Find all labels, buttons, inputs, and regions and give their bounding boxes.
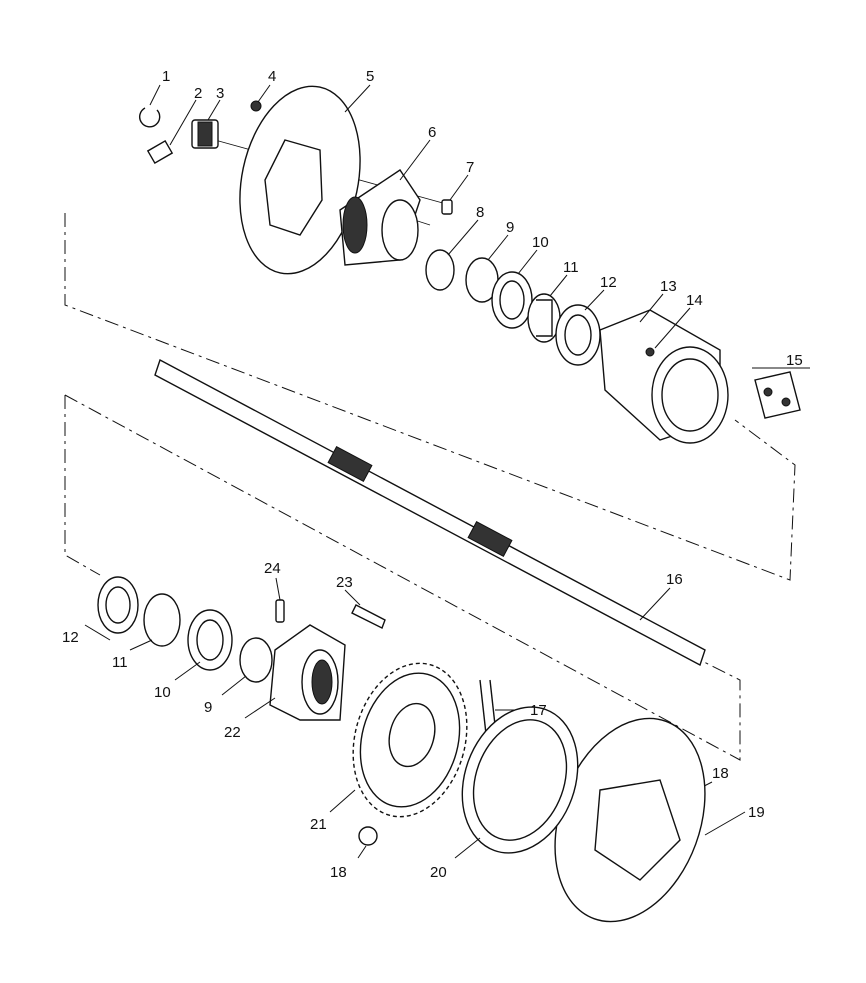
castle-nut-part-3 [191, 99, 221, 149]
bearing-carrier-part-13 [599, 293, 729, 444]
callout-labels: 1 2 3 4 5 6 7 8 9 10 11 12 13 14 15 16 1… [62, 68, 803, 881]
bearing-race-part-12-lower [84, 576, 139, 641]
circlip-part-1 [139, 84, 161, 128]
callout-13: 13 [660, 278, 677, 295]
callout-3: 3 [216, 85, 224, 102]
nut-part-4 [250, 84, 271, 112]
callout-2: 2 [194, 85, 202, 102]
callout-14: 14 [686, 292, 703, 309]
callout-12: 12 [600, 274, 617, 291]
hub-part-6 [339, 139, 431, 266]
callout-21: 21 [310, 816, 327, 833]
bolt-part-23 [344, 589, 386, 629]
bolt-part-24 [275, 577, 285, 623]
callout-23: 23 [336, 574, 353, 591]
seal-part-9-lower [221, 637, 273, 696]
bearing-race-part-10 [491, 249, 538, 329]
callout-19: 19 [748, 804, 765, 821]
callout-22: 22 [224, 724, 241, 741]
callout-9-lower: 9 [204, 699, 212, 716]
callout-18-lower: 18 [330, 864, 347, 881]
callout-11-lower: 11 [112, 654, 128, 671]
callout-10: 10 [532, 234, 549, 251]
bearing-cone-part-11-lower [129, 593, 181, 651]
bearing-cone-part-11 [527, 274, 568, 343]
nut-part-18-lower [357, 826, 378, 859]
master-link-part-15 [752, 367, 810, 419]
callout-11: 11 [563, 259, 579, 276]
callout-10-lower: 10 [154, 684, 171, 701]
callout-16: 16 [666, 571, 683, 588]
bearing-race-part-12 [555, 289, 605, 366]
callout-4: 4 [268, 68, 276, 85]
callout-5: 5 [366, 68, 374, 85]
callout-20: 20 [430, 864, 447, 881]
callout-24: 24 [264, 560, 281, 577]
callout-18-upper: 18 [712, 765, 729, 782]
callout-8: 8 [476, 204, 484, 221]
callout-12-lower: 12 [62, 629, 79, 646]
brake-ring-part-20 [454, 706, 579, 859]
bearing-race-part-10-lower [174, 609, 233, 681]
pin-part-2 [146, 99, 197, 165]
sprocket-part-21 [329, 662, 468, 818]
callout-15: 15 [786, 352, 803, 369]
callout-6: 6 [428, 124, 436, 141]
axle-shaft-part-16 [154, 358, 706, 667]
brake-disc-part-19 [554, 717, 746, 923]
snap-ring-part-8 [425, 219, 479, 291]
brake-disc-part-5 [239, 84, 371, 275]
grease-fitting-part-14 [645, 307, 691, 357]
callout-9: 9 [506, 219, 514, 236]
callout-7: 7 [466, 159, 474, 176]
callout-17: 17 [530, 702, 547, 719]
callout-1: 1 [162, 68, 170, 85]
bolt-part-7 [441, 174, 469, 215]
hub-part-22 [244, 624, 346, 721]
